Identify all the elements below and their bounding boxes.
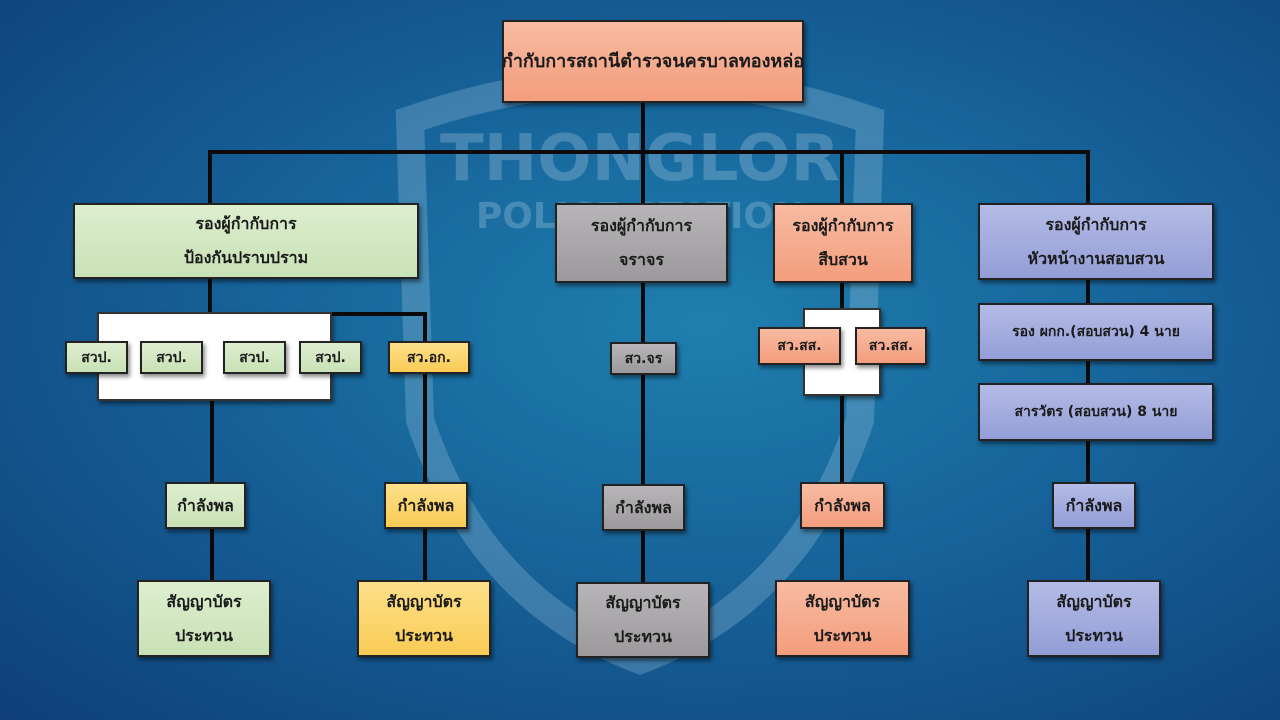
connector-line (330, 312, 427, 316)
connector-line (208, 150, 212, 203)
deputy-inquiry-count-box: รอง ผกก.(สอบสวน) 4 นาย (978, 303, 1214, 361)
force-box: กำลังพล (1052, 482, 1136, 529)
force-label: กำลังพล (397, 495, 455, 515)
unit-group-frame (97, 312, 332, 401)
officer-label: สัญญาบัตร (386, 591, 462, 611)
force-label: กำลังพล (814, 495, 871, 515)
deputy-inquiry-box: รองผู้กำกับการ หัวหน้างานสอบสวน (978, 203, 1214, 280)
connector-line (208, 150, 1090, 154)
connector-line (840, 282, 844, 582)
officer-box: สัญญาบัตรประทวน (357, 580, 491, 657)
nco-label: ประทวน (813, 625, 872, 645)
unit-box: สว.อก. (388, 341, 470, 374)
inspector-count-box: สารวัตร (สอบสวน) 8 นาย (978, 383, 1214, 441)
box-title: รองผู้กำกับการ (590, 216, 693, 235)
box-subtitle: หัวหน้างานสอบสวน (1027, 248, 1165, 268)
officer-label: สัญญาบัตร (605, 593, 681, 612)
connector-line (423, 312, 427, 582)
box-title: รองผู้กำกับการ (1045, 214, 1147, 234)
force-label: กำลังพล (177, 495, 234, 515)
unit-box: สว.สส. (855, 327, 927, 365)
deputy-suppression-box: รองผู้กำกับการ ป้องกันปราบปราม (73, 203, 419, 279)
watermark-text: THONGLOR (440, 122, 840, 196)
unit-label: สว.สส. (868, 338, 914, 354)
connector-line (641, 150, 645, 203)
force-box: กำลังพล (384, 482, 468, 529)
officer-box: สัญญาบัตรประทวน (137, 580, 271, 657)
force-label: กำลังพล (1065, 495, 1123, 515)
unit-label: สวป. (315, 349, 346, 366)
deputy-traffic-box: รองผู้กำกับการ จราจร (555, 203, 728, 283)
connector-line (840, 150, 844, 203)
unit-label: สวป. (156, 349, 187, 366)
nco-label: ประทวน (1065, 625, 1123, 645)
unit-box: สวป. (140, 341, 203, 374)
officer-label: สัญญาบัตร (166, 591, 242, 611)
root-box: กำกับการสถานีตำรวจนครบาลทองหล่อ (502, 20, 804, 103)
unit-box: สวป. (223, 341, 286, 374)
connector-line (641, 282, 645, 582)
root-label: กำกับการสถานีตำรวจนครบาลทองหล่อ (501, 50, 805, 72)
force-label: กำลังพล (615, 497, 672, 517)
connector-line (208, 278, 212, 312)
force-box: กำลังพล (800, 482, 885, 529)
unit-box: สว.สส. (758, 327, 841, 365)
unit-box: สวป. (65, 341, 128, 374)
force-box: กำลังพล (602, 484, 685, 531)
sub-label: สารวัตร (สอบสวน) 8 นาย (1014, 404, 1178, 420)
force-box: กำลังพล (165, 482, 246, 529)
nco-label: ประทวน (395, 625, 453, 645)
officer-box: สัญญาบัตรประทวน (1027, 580, 1161, 657)
connector-line (1086, 150, 1090, 203)
unit-box: สว.จร (610, 342, 677, 375)
unit-label: สว.จร (624, 350, 663, 367)
officer-box: สัญญาบัตรประทวน (775, 580, 910, 657)
box-subtitle: จราจร (619, 250, 664, 269)
connector-line (641, 102, 645, 152)
unit-label: สวป. (81, 349, 112, 366)
officer-box: สัญญาบัตรประทวน (576, 582, 710, 658)
box-title: รองผู้กำกับการ (792, 216, 894, 235)
sub-label: รอง ผกก.(สอบสวน) 4 นาย (1012, 324, 1180, 340)
box-subtitle: สืบสวน (818, 250, 868, 269)
unit-label: สวป. (239, 349, 270, 366)
box-subtitle: ป้องกันปราบปราม (183, 248, 309, 267)
box-title: รองผู้กำกับการ (195, 214, 297, 233)
nco-label: ประทวน (614, 627, 672, 646)
officer-label: สัญญาบัตร (1056, 591, 1132, 611)
deputy-investigation-box: รองผู้กำกับการ สืบสวน (773, 203, 913, 283)
unit-label: สว.สส. (777, 338, 822, 354)
nco-label: ประทวน (175, 625, 233, 645)
officer-label: สัญญาบัตร (804, 591, 881, 611)
unit-label: สว.อก. (407, 349, 451, 366)
unit-box: สวป. (299, 341, 362, 374)
